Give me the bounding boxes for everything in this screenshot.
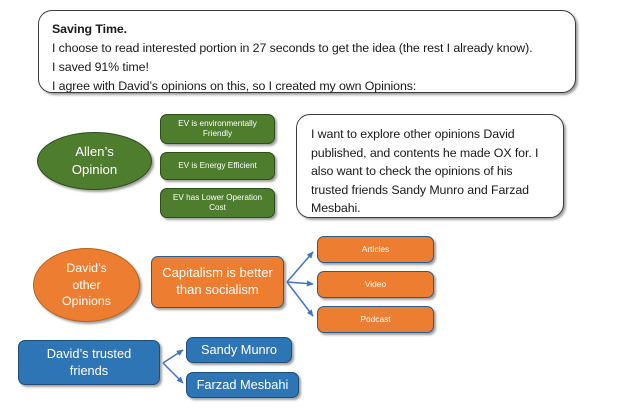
- davids-trusted-friends-line-1: David’s trusted: [46, 346, 132, 362]
- opinion-box-3-line-1: EV has Lower Operation: [172, 192, 263, 202]
- format-box-video-label: Video: [364, 279, 387, 290]
- davids-other-opinions-line-2: other: [72, 277, 101, 292]
- opinion-box-ev-environmentally-friendly[interactable]: EV is environmentally Friendly: [160, 114, 275, 144]
- capitalism-box-line-2: than socialism: [176, 282, 259, 297]
- opinion-box-3-label: EV has Lower Operation Cost: [167, 193, 268, 214]
- allens-opinion-line-2: Opinion: [71, 162, 118, 177]
- format-box-articles[interactable]: Articles: [317, 236, 434, 263]
- arrow-capitalism-to-articles: [286, 251, 314, 283]
- davids-other-opinions-ellipse[interactable]: David’s other Opinions: [33, 248, 140, 322]
- allens-opinion-ellipse[interactable]: Allen’s Opinion: [37, 132, 152, 190]
- format-box-video[interactable]: Video: [317, 271, 434, 298]
- arrow-friends-to-farzad-mesbahi: [162, 362, 184, 384]
- opinion-box-2-label: EV is Energy Efficient: [172, 161, 263, 172]
- davids-other-opinions-line-1: David’s: [66, 260, 107, 275]
- davids-trusted-friends-box[interactable]: David’s trusted friends: [18, 340, 160, 385]
- allens-opinion-line-1: Allen’s: [75, 144, 114, 160]
- callout-line-2: I choose to read interested portion in 2…: [52, 40, 533, 55]
- allens-opinion-label: Allen’s Opinion: [68, 143, 121, 179]
- saving-time-callout-text: Saving Time. I choose to read interested…: [39, 11, 575, 103]
- friend-box-sandy-munro[interactable]: Sandy Munro: [186, 337, 292, 363]
- callout-line-3: I saved 91% time!: [52, 59, 149, 74]
- capitalism-box-label: Capitalism is better than socialism: [156, 265, 279, 298]
- explore-opinions-callout: I want to explore other opinions David p…: [296, 114, 564, 218]
- davids-other-opinions-line-3: Opinions: [62, 294, 111, 309]
- explore-opinions-callout-text: I want to explore other opinions David p…: [311, 127, 539, 216]
- opinion-box-1-line-1: EV is environmentally: [178, 118, 257, 128]
- davids-other-opinions-label: David’s other Opinions: [58, 260, 115, 310]
- friend-box-sandy-munro-label: Sandy Munro: [200, 341, 278, 357]
- saving-time-callout: Saving Time. I choose to read interested…: [38, 10, 576, 93]
- opinion-box-ev-energy-efficient[interactable]: EV is Energy Efficient: [160, 152, 275, 180]
- capitalism-box[interactable]: Capitalism is better than socialism: [151, 256, 284, 308]
- opinion-box-3-line-2: Cost: [209, 203, 226, 212]
- arrow-capitalism-to-podcast: [286, 281, 314, 317]
- capitalism-box-line-1: Capitalism is better: [162, 265, 273, 281]
- friend-box-farzad-mesbahi[interactable]: Farzad Mesbahi: [186, 372, 299, 398]
- opinion-box-ev-lower-operation-cost[interactable]: EV has Lower Operation Cost: [160, 188, 275, 218]
- opinion-box-1-label: EV is environmentally Friendly: [172, 119, 263, 140]
- callout-line-1: Saving Time.: [52, 22, 128, 36]
- format-box-podcast-label: Podcast: [360, 314, 391, 325]
- format-box-podcast[interactable]: Podcast: [317, 306, 434, 333]
- arrow-friends-to-sandy-munro: [162, 349, 184, 364]
- format-box-articles-label: Articles: [361, 244, 390, 255]
- opinion-box-2-line-1: EV is Energy Efficient: [178, 160, 257, 170]
- callout-line-4: I agree with David’s opinions on this, s…: [52, 78, 417, 93]
- arrow-capitalism-to-video: [286, 280, 314, 287]
- davids-trusted-friends-label: David’s trusted friends: [41, 346, 137, 379]
- opinion-box-1-line-2: Friendly: [202, 129, 233, 138]
- davids-trusted-friends-line-2: friends: [69, 362, 109, 378]
- friend-box-farzad-mesbahi-label: Farzad Mesbahi: [196, 376, 289, 392]
